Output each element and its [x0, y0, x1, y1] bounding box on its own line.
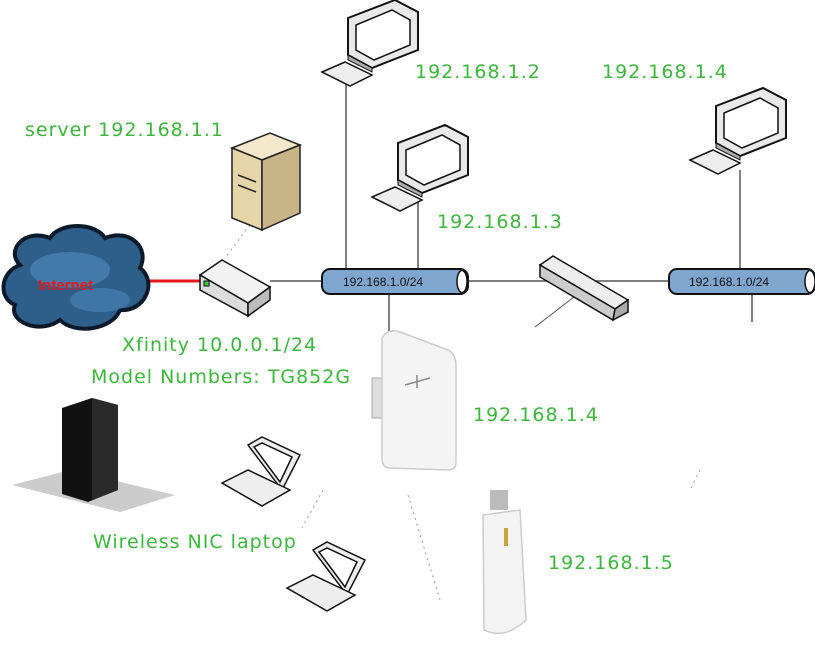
access-point-ip-label: 192.168.1.4: [473, 404, 599, 426]
bus-right: 192.168.1.0/24: [668, 268, 815, 295]
modem-icon: [12, 398, 175, 512]
desktop-computer-icon: [689, 87, 787, 175]
access-point-icon: [371, 330, 457, 471]
switch-icon: [538, 255, 630, 322]
internet-cloud-icon: [1, 224, 151, 331]
pc-right-ip-label: 192.168.1.4: [602, 61, 728, 83]
laptop-icon: [220, 436, 302, 507]
bus-left-label: 192.168.1.0/24: [343, 275, 423, 289]
wireless-laptop-label: Wireless NIC laptop: [93, 531, 297, 553]
xfinity-label: Xfinity 10.0.0.1/24: [122, 334, 318, 356]
model-label: Model Numbers: TG852G: [91, 366, 352, 388]
bus-left: 192.168.1.0/24: [321, 268, 469, 295]
desktop-computer-icon: [371, 124, 469, 212]
internet-label: Internet: [38, 277, 93, 294]
server-icon: [229, 132, 303, 232]
server-ip-label: server 192.168.1.1: [25, 119, 225, 141]
router-icon: [198, 259, 272, 318]
bullet-ip-label: 192.168.1.5: [548, 552, 674, 574]
bus-right-label: 192.168.1.0/24: [689, 275, 769, 289]
bullet-radio-icon: [482, 490, 527, 635]
desktop-computer-icon: [320, 0, 419, 87]
laptop-icon: [286, 541, 366, 612]
pc-top-ip-label: 192.168.1.2: [415, 61, 541, 83]
wireless-lines: [224, 224, 701, 601]
pc-mid-ip-label: 192.168.1.3: [437, 211, 563, 233]
